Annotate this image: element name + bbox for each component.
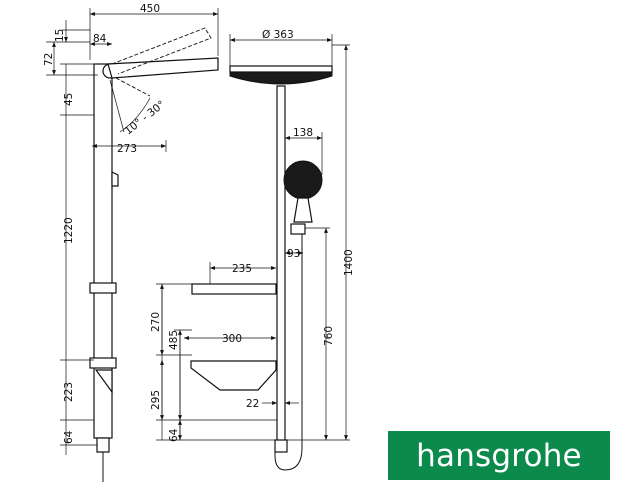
- logo-text: hansgrohe: [416, 437, 582, 474]
- label-760: 760: [323, 326, 335, 346]
- dim-angle-arc: [119, 97, 151, 133]
- side-shelf-profile: [111, 171, 119, 187]
- front-overhead-head: [229, 70, 333, 85]
- side-lower-shelf-profile: [94, 369, 113, 394]
- side-view: 450 84 15 72 10° - 30° 45 273 1220 223 6…: [43, 3, 219, 482]
- label-235: 235: [232, 263, 252, 275]
- front-handshower-holder: [290, 223, 306, 235]
- hansgrohe-logo: hansgrohe: [388, 431, 610, 480]
- side-tilt-line: [115, 77, 151, 97]
- label-93: 93: [287, 248, 300, 260]
- label-22: 22: [246, 398, 259, 410]
- label-1220: 1220: [63, 217, 75, 244]
- label-45: 45: [63, 93, 75, 106]
- front-hose: [274, 234, 303, 471]
- label-angle: 10° - 30°: [122, 99, 167, 138]
- label-64-front: 64: [168, 428, 180, 442]
- label-64-side: 64: [63, 430, 75, 444]
- front-shelf-upper: [191, 283, 277, 295]
- label-223: 223: [63, 382, 75, 402]
- label-15: 15: [54, 29, 66, 42]
- label-300: 300: [222, 333, 242, 345]
- label-295: 295: [150, 390, 162, 410]
- side-shower-arm: [107, 57, 219, 79]
- front-riser-pipe: [276, 85, 286, 447]
- label-485: 485: [168, 330, 180, 350]
- side-arm-tilted: [111, 27, 212, 75]
- front-bottom-connector: [274, 439, 288, 453]
- label-273: 273: [117, 143, 137, 155]
- label-72: 72: [43, 53, 55, 66]
- front-head-top: [229, 65, 333, 73]
- label-1400: 1400: [343, 249, 355, 276]
- front-shelf-lower: [190, 360, 277, 391]
- front-view: Ø 363 138 1400 760 93 235 300 22 270 485…: [150, 29, 355, 471]
- label-84: 84: [93, 33, 107, 45]
- dim-angle-ext: [109, 79, 125, 133]
- side-column-joint-upper: [89, 282, 117, 294]
- label-450: 450: [140, 3, 160, 15]
- label-138: 138: [293, 127, 313, 139]
- side-bottom-connector: [96, 437, 110, 453]
- front-handshower-handle: [293, 197, 313, 223]
- side-column-joint-lower: [89, 357, 117, 369]
- label-270: 270: [150, 312, 162, 332]
- front-handshower-head: [283, 160, 323, 200]
- label-363: Ø 363: [262, 29, 294, 41]
